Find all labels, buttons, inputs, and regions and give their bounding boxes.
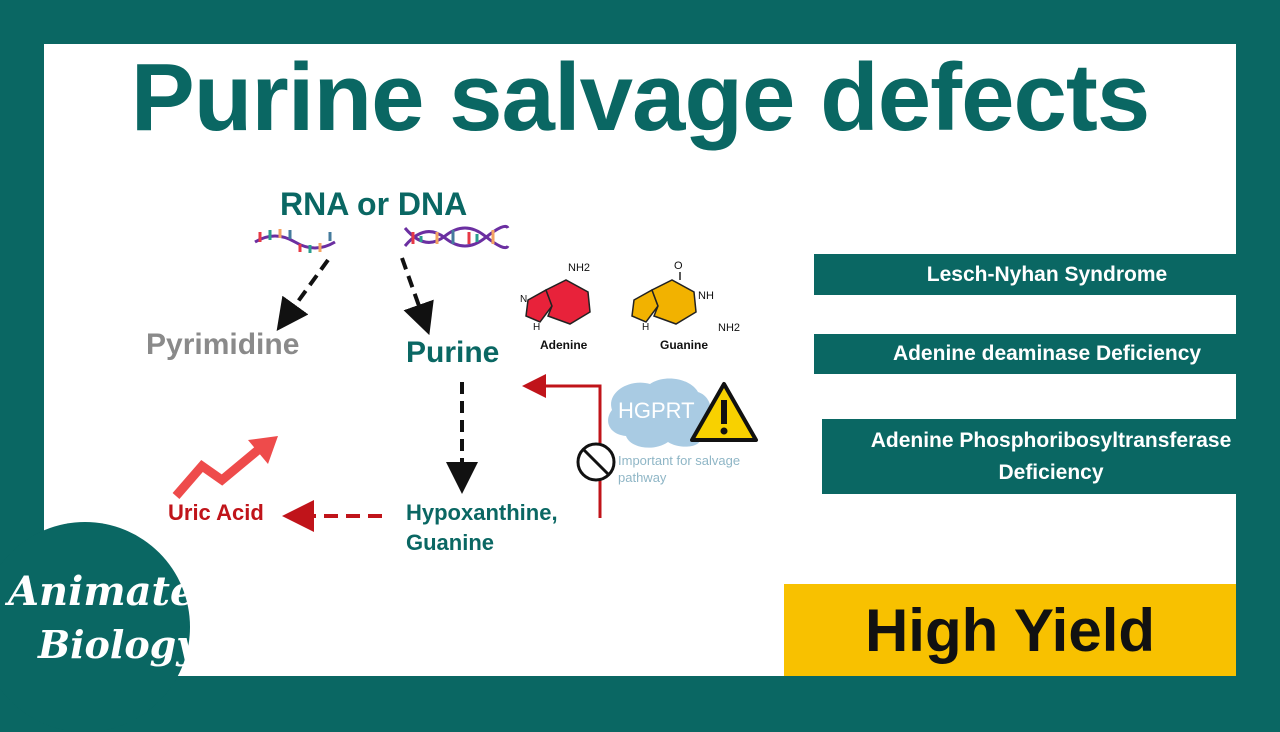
adenine-nh2-label: NH2 xyxy=(568,262,591,274)
guanine-label: Guanine xyxy=(660,338,709,352)
hgprt-note: Important for salvage pathway xyxy=(618,453,741,485)
rna-strand-icon xyxy=(254,229,336,253)
guanine-nh2-label: NH2 xyxy=(718,322,741,334)
pyrimidine-label: Pyrimidine xyxy=(146,328,300,361)
logo-line1: Animated xyxy=(8,568,224,615)
condition-lesch-nyhan: Lesch-Nyhan Syndrome xyxy=(814,254,1280,295)
guanine-nh-label: NH xyxy=(698,290,714,302)
condition-aprt-deficiency: Adenine Phosphoribosyltransferase Defici… xyxy=(822,419,1280,494)
uric-acid-label: Uric Acid xyxy=(168,500,264,525)
warning-icon xyxy=(690,382,758,442)
arrow-to-purine xyxy=(400,257,434,336)
purine-label: Purine xyxy=(406,336,500,369)
channel-logo xyxy=(0,522,190,732)
hypoxanthine-guanine-label: Hypoxanthine, Guanine xyxy=(406,498,596,558)
guanine-line: Guanine xyxy=(406,530,495,555)
arrow-to-pyrimidine xyxy=(276,258,330,331)
condition-adenine-deaminase: Adenine deaminase Deficiency xyxy=(814,334,1280,374)
high-yield-badge: High Yield xyxy=(784,584,1236,676)
adenine-molecule-icon xyxy=(525,279,591,325)
blocked-icon xyxy=(576,442,616,482)
rising-trend-icon xyxy=(172,436,278,499)
guanine-ring-h-label: H xyxy=(642,322,650,333)
adenine-ring-h-label: H xyxy=(533,322,541,333)
hypoxanthine-line: Hypoxanthine, xyxy=(406,500,558,525)
adenine-label: Adenine xyxy=(540,338,588,352)
guanine-molecule-icon xyxy=(631,272,697,325)
hgprt-enzyme-icon xyxy=(608,378,711,448)
dna-helix-icon xyxy=(403,224,510,250)
guanine-o-label: O xyxy=(674,260,683,272)
logo-line2: Biology xyxy=(38,622,199,667)
rna-dna-label: RNA or DNA xyxy=(280,186,468,222)
hgprt-label: HGPRT xyxy=(618,398,695,423)
adenine-ring-n-label: N xyxy=(520,294,528,305)
page-title: Purine salvage defects xyxy=(130,44,1150,151)
